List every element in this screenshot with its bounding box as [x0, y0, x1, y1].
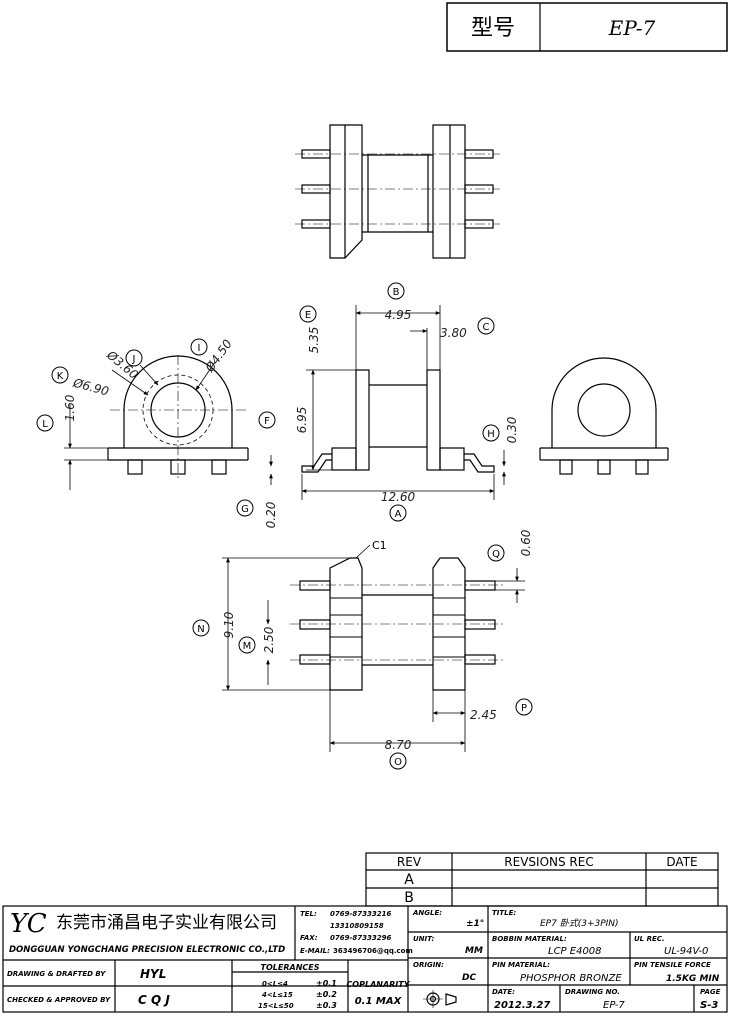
balloon-n: N: [197, 624, 204, 635]
dim-value-e: 5.35: [307, 327, 321, 354]
date-label: DATE:: [492, 988, 515, 996]
company-name-cn: 东莞市涌昌电子实业有限公司: [56, 913, 277, 933]
company-name-en: DONGGUAN YONGCHANG PRECISION ELECTRONIC …: [9, 945, 285, 955]
drawing-no-label: DRAWING NO.: [565, 988, 620, 996]
drawn-by-value: HYL: [140, 967, 166, 981]
tol-value-3: ±0.3: [316, 1001, 337, 1010]
balloon-c: C: [483, 322, 490, 333]
dim-value-p: 2.45: [470, 708, 497, 722]
coplanarity-value: 0.1 MAX: [355, 996, 403, 1007]
dim-value-m: 2.50: [262, 626, 276, 653]
left-end-view: [107, 355, 249, 480]
unit-label: UNIT:: [413, 935, 435, 943]
rev-rec-header: REVSIONS REC: [504, 855, 593, 869]
dimension-balloons: [36, 282, 533, 770]
balloon-k: K: [57, 371, 64, 382]
balloon-m: M: [243, 641, 252, 652]
tel-label: TEL:: [300, 910, 317, 918]
dim-value-l: 1.60: [63, 394, 77, 421]
drawn-by-label: DRAWING & DRAFTED BY: [7, 970, 106, 978]
dim-value-i: Ø4.50: [202, 337, 235, 376]
drawing-no-value: EP-7: [603, 1000, 625, 1011]
dim-value-n: 9.10: [222, 611, 236, 638]
rev-date-header: DATE: [666, 855, 697, 869]
dim-value-f: 6.95: [295, 407, 309, 434]
page-label: PAGE: [700, 988, 721, 996]
tolerances-label: TOLERANCES: [261, 963, 320, 972]
rev-row-b: B: [404, 890, 414, 906]
balloon-letters: A B C E F G H I J K L M N O P Q: [42, 287, 527, 768]
dim-value-g: 0.20: [264, 501, 278, 528]
balloon-g: G: [241, 504, 249, 515]
pin-material-label: PIN MATERIAL:: [492, 961, 550, 969]
dim-value-q: 0.60: [519, 529, 533, 556]
dim-value-h: 0.30: [505, 416, 519, 443]
chamfer-label: C1: [372, 539, 387, 552]
email-label: E-MAIL:: [300, 947, 330, 955]
tel-value-2: 13310809158: [330, 922, 384, 930]
ul-rec-label: UL REC.: [634, 935, 665, 943]
rev-row-a: A: [404, 872, 414, 888]
rev-header: REV: [397, 855, 422, 869]
pin-material-value: PHOSPHOR BRONZE: [520, 973, 622, 984]
angle-label: ANGLE:: [412, 909, 442, 917]
origin-value: DC: [462, 973, 476, 983]
top-view: [295, 124, 500, 259]
fax-label: FAX:: [300, 934, 318, 942]
bottom-view: [290, 557, 505, 691]
title-block: YC 东莞市涌昌电子实业有限公司 DONGGUAN YONGCHANG PREC…: [2, 905, 728, 1013]
company-logo: YC: [10, 909, 47, 939]
tol-value-1: ±0.1: [316, 979, 337, 988]
title-value: EP7 卧式(3+3PIN): [540, 918, 619, 929]
dim-value-c: 3.80: [440, 326, 467, 340]
balloon-i: I: [198, 343, 201, 354]
dimension-lines: [64, 305, 525, 752]
balloon-b: B: [393, 287, 400, 298]
dim-value-o: 8.70: [385, 738, 412, 752]
checked-by-label: CHECKED & APPROVED BY: [7, 996, 111, 1004]
model-header: 型号 EP-7: [446, 2, 728, 52]
side-view: [301, 369, 495, 473]
fax-value: 0769-87333296: [330, 934, 391, 942]
balloon-q: Q: [492, 549, 500, 560]
title-label: TITLE:: [492, 909, 516, 917]
right-end-view: [539, 357, 669, 475]
tol-value-2: ±0.2: [316, 990, 337, 999]
balloon-f: F: [264, 416, 270, 427]
balloon-a: A: [395, 509, 402, 520]
tol-range-3: 15<L≤50: [258, 1002, 294, 1010]
angle-value: ±1°: [466, 919, 484, 929]
balloon-l: L: [42, 419, 48, 430]
balloon-p: P: [521, 703, 527, 714]
dim-value-b: 4.95: [385, 308, 412, 322]
pin-tensile-value: 1.5KG MIN: [666, 974, 720, 984]
tol-range-1: 0<L≤4: [262, 980, 288, 988]
ul-rec-value: UL-94V-0: [664, 946, 708, 957]
date-value: 2012.3.27: [494, 1000, 550, 1011]
tel-value-1: 0769-87333216: [330, 910, 391, 918]
model-number: EP-7: [608, 16, 656, 40]
balloon-j: J: [132, 354, 136, 365]
page-value: S-3: [700, 1000, 718, 1011]
balloon-e: E: [305, 310, 311, 321]
revision-table: REV REVSIONS REC DATE A B: [365, 852, 719, 907]
coplanarity-label: COPLANARITY: [346, 980, 410, 989]
origin-label: ORIGIN:: [413, 961, 444, 969]
tol-range-2: 4<L≤15: [262, 991, 293, 999]
email-value: 363496706@qq.com: [333, 947, 413, 955]
model-type-label: 型号: [471, 16, 515, 41]
bobbin-material-label: BOBBIN MATERIAL:: [492, 935, 567, 943]
dimension-values: 12.60 4.95 3.80 5.35 6.95 0.20 0.30 Ø4.5…: [63, 308, 533, 752]
balloon-h: H: [487, 429, 495, 440]
pin-tensile-label: PIN TENSILE FORCE: [634, 961, 711, 969]
dim-value-a: 12.60: [381, 490, 416, 504]
unit-value: MM: [465, 946, 483, 956]
bobbin-material-value: LCP E4008: [548, 946, 602, 957]
balloon-o: O: [394, 757, 402, 768]
checked-by-value: C Q J: [138, 993, 170, 1007]
